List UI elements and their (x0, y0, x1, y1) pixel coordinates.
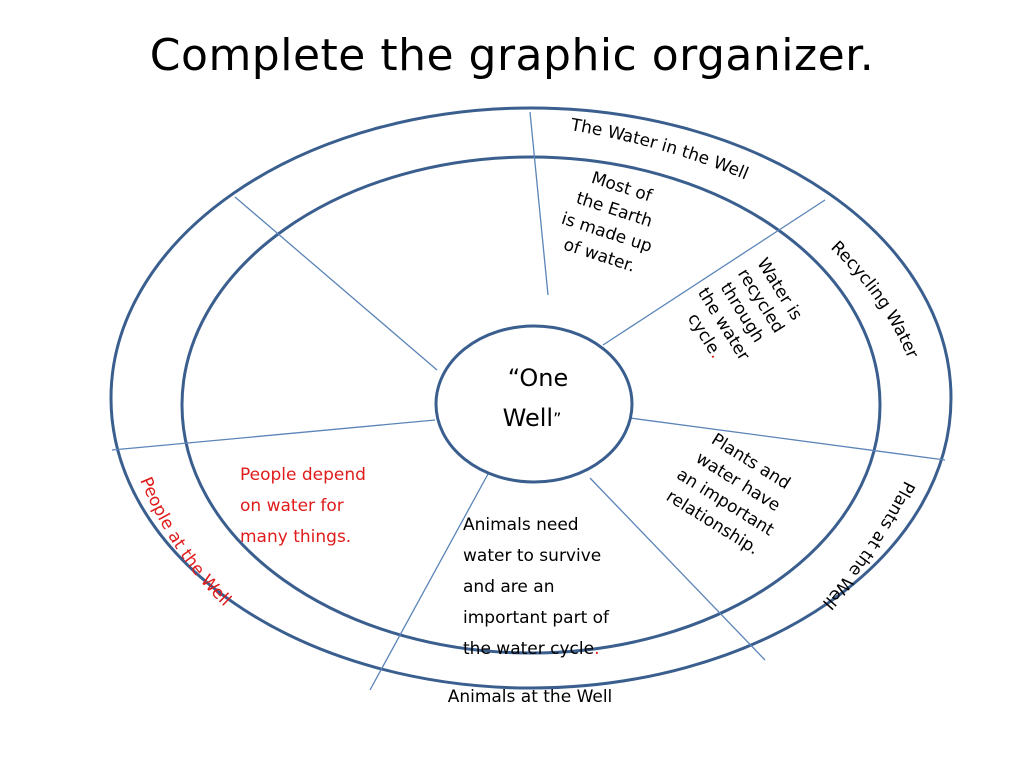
page-title: Complete the graphic organizer. (149, 30, 875, 81)
spoke-bottom-right (589, 477, 766, 661)
animals-line-1: Animals need (463, 515, 579, 535)
center-line-2: Well” (503, 404, 562, 432)
people-line-3: many things. (240, 527, 351, 547)
inner-ring (180, 155, 882, 655)
animals-line-2: water to survive (463, 546, 601, 566)
text-plants-section: Plants and water have an important relat… (663, 430, 794, 560)
people-line-2: on water for (240, 496, 344, 516)
label-recycling-water: Recycling Water (827, 237, 923, 361)
animals-line-5: the water cycle. (463, 639, 599, 659)
animals-period: . (594, 639, 599, 659)
spoke-upper-left (234, 196, 438, 371)
animals-line-3: and are an (463, 577, 554, 597)
center-circle (434, 324, 634, 484)
spoke-top (529, 111, 549, 296)
people-line-1: People depend (240, 465, 366, 485)
spoke-upper-right (602, 199, 826, 346)
center-line-1: “One (508, 364, 568, 392)
text-recycling-section: Water is recycled through the water cycl… (683, 255, 806, 365)
center-word-well: Well (503, 404, 553, 432)
text-water-section: Most of the Earth is made up of water. (559, 168, 655, 277)
spoke-bottom-left (369, 473, 489, 691)
animals-cycle-word: the water cycle (463, 639, 594, 659)
animals-line-4: important part of (463, 608, 610, 628)
text-people-section: People depend on water for many things. (240, 465, 366, 547)
spoke-left (111, 419, 436, 451)
label-plants-at-the-well: Plants at the Well (818, 478, 918, 613)
outer-ring (109, 106, 953, 690)
text-animals-section: Animals need water to survive and are an… (463, 515, 610, 659)
spoke-right (629, 417, 946, 461)
center-close-quote: ” (553, 409, 561, 428)
label-people-at-the-well: People at the Well (135, 474, 234, 610)
label-animals-at-the-well: Animals at the Well (448, 687, 613, 707)
